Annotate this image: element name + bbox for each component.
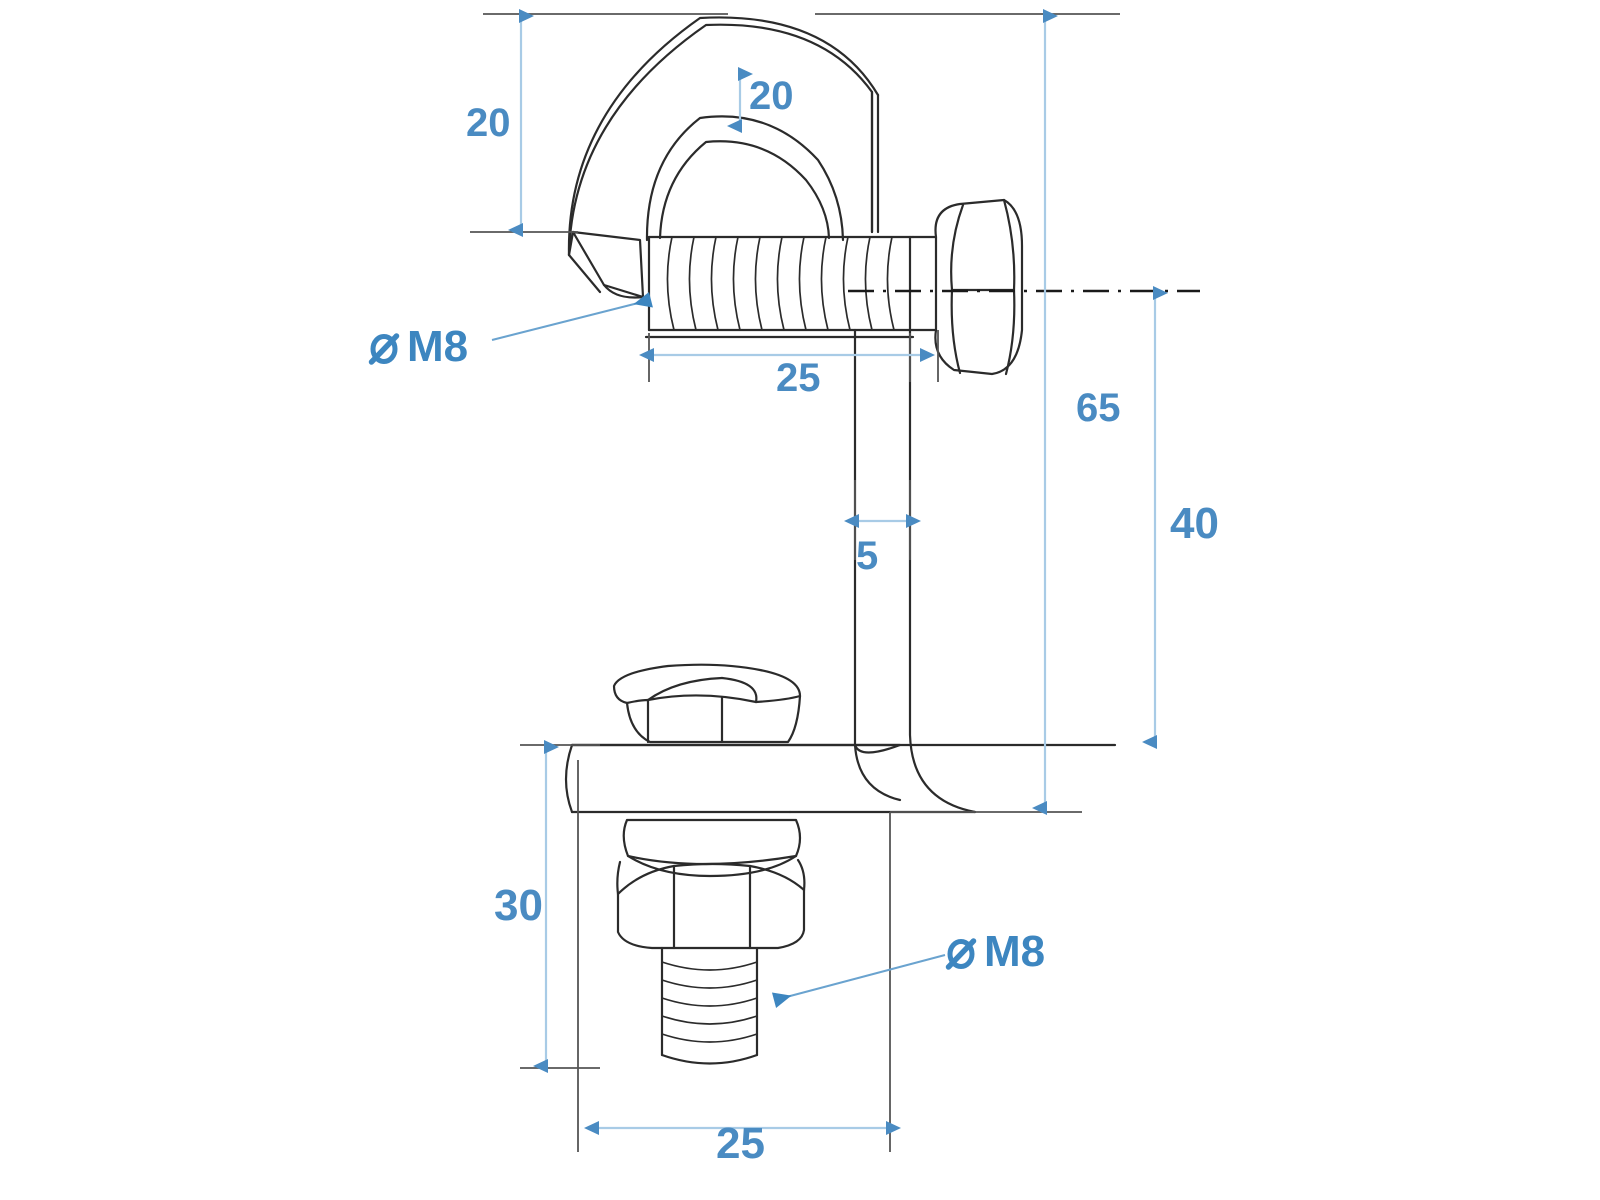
- clamp-arm-right: [908, 235, 977, 814]
- leader-label-m8-lower-bolt: M8: [944, 930, 1045, 974]
- leader-label-m8-lower-text: M8: [984, 927, 1046, 976]
- dimension-20-eye-height: 20: [466, 101, 511, 145]
- hex-nut-plate-top-l: [646, 676, 724, 702]
- thread-crest-lines: [666, 236, 895, 331]
- hex-bolt-head-top-band: [672, 862, 752, 868]
- leader-lines: [491, 291, 946, 1008]
- dimension-lines: [508, 9, 1168, 1135]
- hex-bolt-head-right-face: [748, 864, 806, 892]
- leader-line-m8-upper: [491, 291, 653, 341]
- dimension-30-jaw-height: 30: [494, 881, 543, 930]
- hex-nut-plate-edge-r: [754, 694, 802, 704]
- extension-lines: [470, 13, 1120, 1152]
- geometry-outlines: [564, 16, 1117, 1065]
- dimension-65-overall-height: 65: [1076, 386, 1121, 430]
- leader-label-m8-upper-thread: M8: [367, 325, 468, 369]
- dimension-40-throat-depth: 40: [1170, 499, 1219, 548]
- hex-nut-plate-outline: [612, 663, 802, 744]
- clamp-jaw-top: [570, 743, 902, 754]
- hex-bolt-head-left-face: [616, 864, 676, 896]
- hex-nut-plate-top-r: [720, 676, 758, 704]
- dimension-20-eye-opening: 20: [749, 74, 794, 118]
- leader-line-m8-lower: [771, 954, 946, 1008]
- dimension-5-arm-thickness: 5: [856, 534, 879, 578]
- eye-loop-left-edge: [567, 253, 602, 294]
- clamp-jaw-left: [564, 743, 574, 814]
- eye-loop-inner-inner-arc: [658, 140, 831, 240]
- diameter-symbol-icon: [944, 935, 978, 970]
- eye-loop-outer-arc: [567, 16, 880, 257]
- bolt-thread-lines: [661, 961, 758, 1043]
- washer-outline: [622, 818, 802, 878]
- dimension-25-thread-length: 25: [776, 356, 821, 400]
- hex-nut-plate-edge-m: [646, 694, 758, 704]
- eye-loop-inner-outer-arc: [645, 115, 845, 242]
- washer-bottom-curve: [626, 854, 798, 866]
- eye-loop-outer-left: [567, 23, 874, 257]
- eye-loop-left-face: [571, 230, 645, 299]
- bolt-shaft-end: [660, 1053, 759, 1065]
- diameter-symbol-icon: [367, 330, 401, 365]
- leader-label-m8-upper-text: M8: [407, 322, 469, 371]
- hex-bolt-head-outline: [616, 858, 806, 950]
- hex-nut-upper-outline: [934, 198, 1024, 376]
- hex-nut-upper-face-right: [1002, 198, 1016, 376]
- dimension-25-base-width: 25: [716, 1119, 765, 1168]
